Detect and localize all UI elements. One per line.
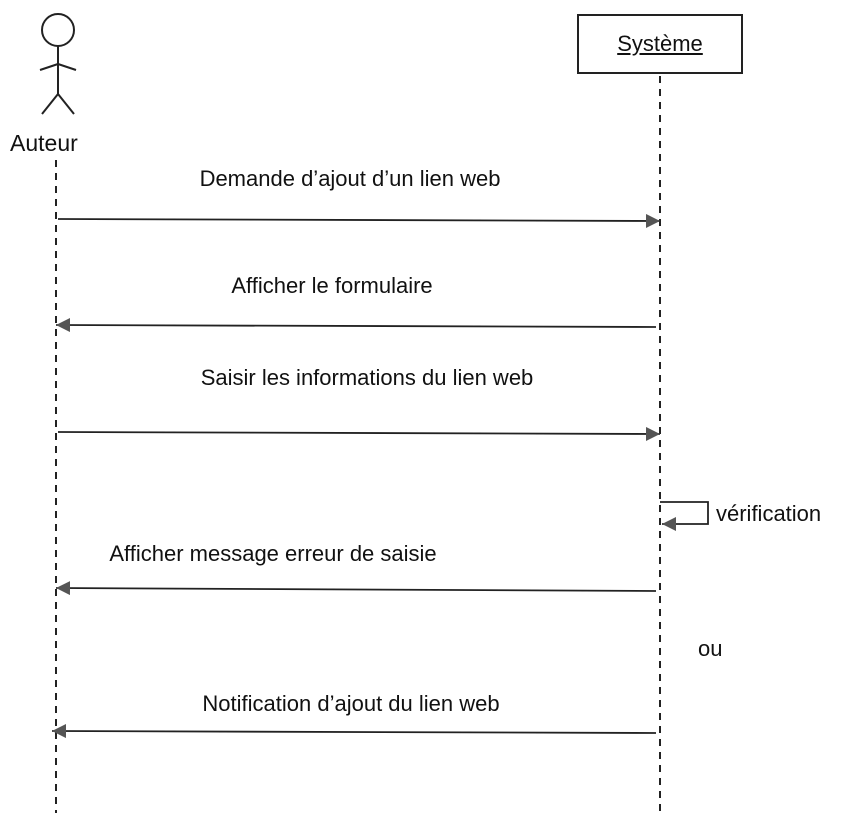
message-arrow-m2 [55,318,657,333]
message-label-m2: Afficher le formulaire [231,273,433,298]
system-object-box: Système [577,14,743,74]
self-message-arrow-m4 [660,501,709,531]
message-arrow-m6 [51,724,657,739]
message-label-m1: Demande d’ajout d’un lien web [199,166,501,191]
self-message-label-m4: vérification [716,501,822,526]
message-label-m5: Afficher message erreur de saisie [109,541,437,566]
message-arrow-m3 [57,426,661,441]
actor-label: Auteur [10,130,78,156]
alternative-label: ou [698,636,723,661]
message-arrow-m5 [55,581,657,596]
actor-icon [39,13,77,115]
system-label: Système [617,31,703,56]
message-label-m6: Notification d’ajout du lien web [202,691,500,716]
message-label-m3: Saisir les informations du lien web [200,365,534,390]
message-arrow-m1 [57,213,661,228]
